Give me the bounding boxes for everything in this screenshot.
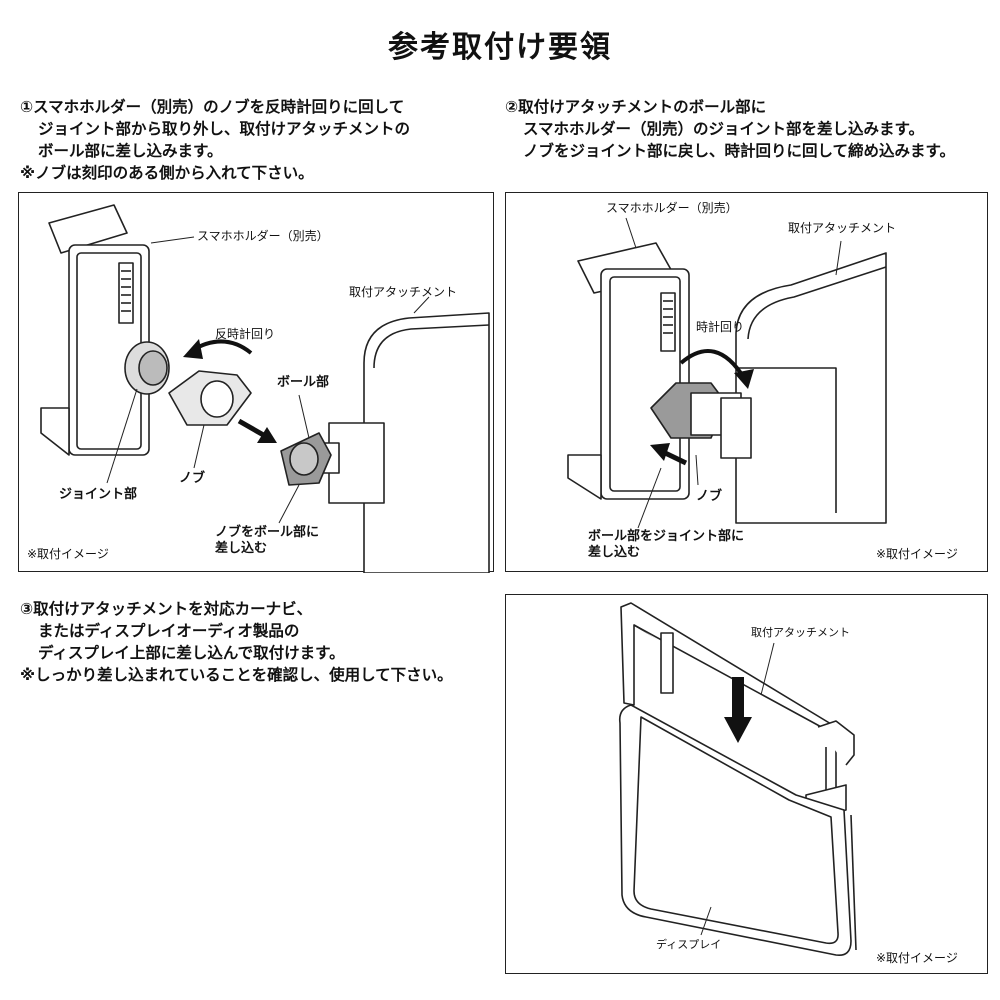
label-knob: ノブ	[696, 489, 723, 504]
step1-note-line: ※ノブは刻印のある側から入れて下さい。	[20, 164, 314, 182]
label-insert-line1: ボール部をジョイント部に	[588, 529, 745, 544]
step3-illustration-panel: 取付アタッチメント ディスプレイ ※取付イメージ	[505, 594, 988, 974]
step2-line: ノブをジョイント部に戻し、時計回りに回して締め込みます。	[523, 142, 955, 160]
image-note: ※取付イメージ	[27, 547, 109, 561]
step2-illustration	[567, 217, 887, 529]
step1-illustration	[40, 204, 490, 573]
step2-line: スマホホルダー（別売）のジョイント部を差し込みます。	[523, 120, 924, 138]
label-display: ディスプレイ	[656, 938, 722, 951]
label-insert-line2: 差し込む	[588, 545, 641, 560]
step3-note-line: ※しっかり差し込まれていることを確認し、使用して下さい。	[20, 666, 453, 684]
step1-line: ボール部に差し込みます。	[38, 142, 223, 160]
step1-line: ジョイント部から取り外し、取付けアタッチメントの	[38, 120, 411, 138]
label-holder: スマホホルダー（別売）	[606, 201, 738, 215]
image-note: ※取付イメージ	[876, 951, 958, 965]
step3-instructions: ③取付けアタッチメントを対応カーナビ、 またはディスプレイオーディオ製品の ディ…	[20, 598, 453, 686]
step3-illustration	[618, 602, 857, 957]
step3-line: ディスプレイ上部に差し込んで取付けます。	[38, 644, 345, 662]
label-ball: ボール部	[277, 375, 330, 390]
step1-line: ①スマホホルダー（別売）のノブを反時計回りに回して	[20, 98, 405, 116]
label-holder: スマホホルダー（別売）	[197, 229, 329, 243]
step1-instructions: ①スマホホルダー（別売）のノブを反時計回りに回して ジョイント部から取り外し、取…	[20, 96, 410, 184]
image-note: ※取付イメージ	[876, 547, 958, 561]
label-insert-line1: ノブをボール部に	[215, 525, 320, 540]
step3-line: またはディスプレイオーディオ製品の	[38, 622, 300, 640]
page-title: 参考取付け要領	[388, 30, 612, 65]
label-attachment: 取付アタッチメント	[751, 626, 850, 639]
step3-line: ③取付けアタッチメントを対応カーナビ、	[20, 600, 313, 618]
label-attachment: 取付アタッチメント	[788, 221, 897, 235]
step2-line: ②取付けアタッチメントのボール部に	[505, 98, 767, 116]
label-cw: 時計回り	[696, 320, 745, 334]
label-insert-line2: 差し込む	[215, 541, 268, 556]
step2-illustration-panel: スマホホルダー（別売） 取付アタッチメント 時計回り ノブ ボール部をジョイント…	[505, 192, 988, 572]
step1-illustration-panel: スマホホルダー（別売） 取付アタッチメント 反時計回り ボール部 ノブ ジョイン…	[18, 192, 494, 573]
label-knob: ノブ	[179, 471, 206, 486]
step2-instructions: ②取付けアタッチメントのボール部に スマホホルダー（別売）のジョイント部を差し込…	[505, 96, 955, 162]
label-attachment: 取付アタッチメント	[349, 285, 458, 299]
label-joint: ジョイント部	[59, 487, 138, 502]
label-ccw: 反時計回り	[215, 327, 276, 341]
